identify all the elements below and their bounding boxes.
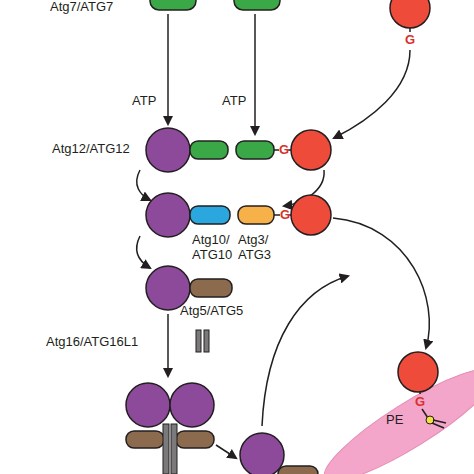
arrow xyxy=(333,218,429,348)
bond xyxy=(274,214,280,216)
membrane xyxy=(314,353,474,474)
protein-label: ATP xyxy=(222,93,246,108)
protein-label: Atg5/ATG5 xyxy=(180,303,243,318)
arrow xyxy=(167,314,169,376)
atg5-pill xyxy=(176,431,214,448)
atg12-circle xyxy=(240,433,284,474)
atg5-pill xyxy=(278,466,318,474)
atg8-circle xyxy=(390,0,430,28)
lipid-tail xyxy=(432,423,444,428)
atg5-pill xyxy=(190,279,232,297)
atg8-circle xyxy=(291,130,331,170)
atg7-pill xyxy=(150,0,196,10)
protein-label: PE xyxy=(386,412,403,427)
bond xyxy=(409,28,411,32)
glycine-label: G xyxy=(279,142,289,157)
atg8-circle xyxy=(398,352,438,392)
atg3-pill xyxy=(238,206,274,224)
arrow xyxy=(216,445,236,458)
atg12-circle xyxy=(146,193,190,237)
arrow xyxy=(137,236,150,268)
arrow xyxy=(334,50,410,138)
atg5-pill xyxy=(126,431,164,448)
protein-label: Atg16/ATG16L1 xyxy=(46,334,138,349)
atg16-bar xyxy=(171,424,177,474)
atg10-pill xyxy=(190,206,230,224)
glycine-label: G xyxy=(415,394,425,409)
atg7-pill xyxy=(236,141,274,159)
protein-label: ATP xyxy=(132,93,156,108)
atg7-pill xyxy=(190,141,228,159)
arrow xyxy=(254,14,256,134)
atg16-bar xyxy=(196,330,201,352)
glycine-label: G xyxy=(280,207,290,222)
protein-label: Atg12/ATG12 xyxy=(52,141,130,156)
atg12-circle xyxy=(126,383,170,427)
arrow xyxy=(167,14,169,124)
glycine-label: G xyxy=(405,32,415,47)
atg12-circle xyxy=(146,128,190,172)
protein-label: Atg10/ ATG10 xyxy=(192,232,242,262)
protein-label: Atg3/ ATG3 xyxy=(238,232,280,262)
protein-label: Atg7/ATG7 xyxy=(50,0,113,14)
arrow xyxy=(137,170,150,200)
atg12-circle xyxy=(170,383,214,427)
atg16-bar xyxy=(204,330,209,352)
atg16-bar xyxy=(163,424,169,474)
lipid-tail xyxy=(433,420,446,423)
arrow xyxy=(262,276,348,426)
atg8-circle xyxy=(291,195,331,235)
atg7-pill xyxy=(234,0,280,10)
bond xyxy=(419,392,421,394)
bond xyxy=(274,149,279,151)
